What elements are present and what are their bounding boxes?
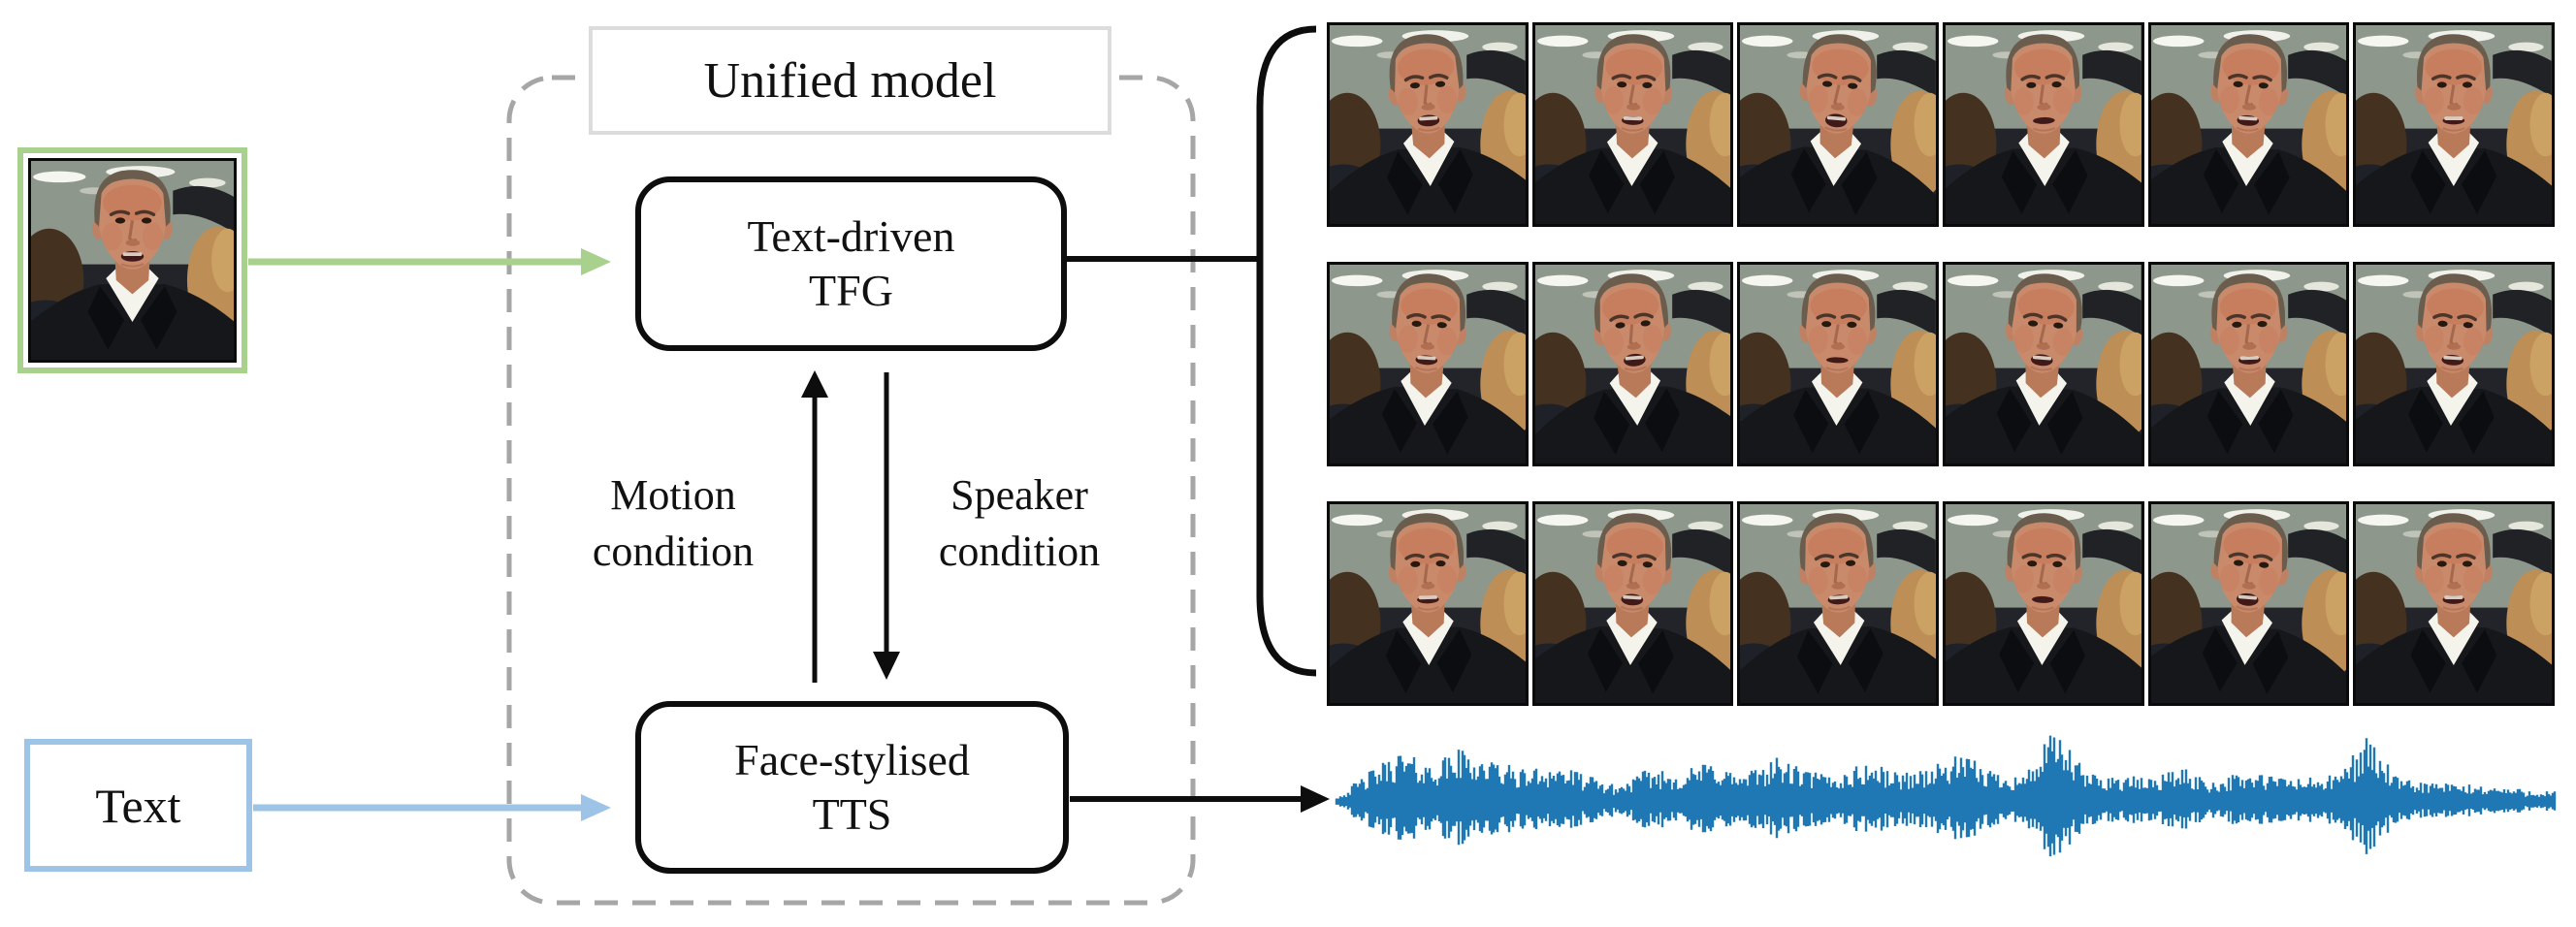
text-input-label: Text bbox=[95, 778, 181, 833]
video-frame bbox=[2147, 501, 2350, 706]
tfg-label-line1: Text-driven bbox=[747, 210, 955, 261]
video-frame bbox=[2147, 22, 2350, 227]
unified-model-dashed-border bbox=[506, 75, 1196, 906]
video-frame bbox=[1327, 22, 1529, 227]
speaker-condition-line2: condition bbox=[938, 527, 1101, 576]
speaker-condition-arrowhead-icon bbox=[873, 652, 900, 680]
unified-model-label-box: Unified model bbox=[589, 26, 1111, 135]
video-frame bbox=[1327, 501, 1529, 706]
text-to-tts-arrowhead-icon bbox=[581, 794, 611, 821]
video-frame bbox=[1943, 22, 2144, 227]
video-frame bbox=[1737, 22, 1940, 227]
motion-condition-label: Motion condition bbox=[557, 467, 789, 580]
tfg-box: Text-driven TFG bbox=[635, 176, 1067, 351]
tts-box: Face-stylised TTS bbox=[635, 701, 1069, 874]
unified-model-title: Unified model bbox=[703, 52, 997, 109]
text-input-box: Text bbox=[24, 739, 252, 872]
motion-condition-line1: Motion bbox=[610, 471, 736, 519]
video-frame bbox=[1737, 262, 1940, 466]
video-frame bbox=[1531, 501, 1734, 706]
video-frame bbox=[1943, 262, 2144, 466]
video-frame bbox=[2353, 501, 2556, 706]
tfg-label-line2: TFG bbox=[809, 266, 893, 315]
tts-output-arrowhead-icon bbox=[1301, 785, 1330, 813]
motion-condition-arrowhead-icon bbox=[801, 370, 828, 398]
video-frame bbox=[1531, 22, 1734, 227]
video-frame bbox=[1737, 501, 1940, 706]
tts-label-line1: Face-stylised bbox=[734, 734, 970, 784]
audio-waveform bbox=[1327, 728, 2560, 878]
video-frame bbox=[1943, 501, 2144, 706]
video-frames-grid bbox=[1327, 22, 2556, 706]
speaker-face-photo bbox=[28, 158, 237, 363]
speaker-condition-line1: Speaker bbox=[950, 471, 1088, 519]
video-frame bbox=[2353, 22, 2556, 227]
face-to-tfg-arrowhead-icon bbox=[581, 248, 611, 275]
video-frame bbox=[1531, 262, 1734, 466]
waveform-path bbox=[1335, 735, 2557, 857]
video-frame bbox=[2353, 262, 2556, 466]
video-frame bbox=[1327, 262, 1529, 466]
tts-label-line2: TTS bbox=[812, 789, 892, 839]
speaker-condition-label: Speaker condition bbox=[903, 467, 1136, 580]
motion-condition-line2: condition bbox=[592, 527, 755, 576]
video-fanout-bracket-icon bbox=[1256, 25, 1317, 677]
waveform-plot bbox=[1335, 735, 2557, 857]
video-frame bbox=[2147, 262, 2350, 466]
face-input-image bbox=[17, 147, 247, 373]
